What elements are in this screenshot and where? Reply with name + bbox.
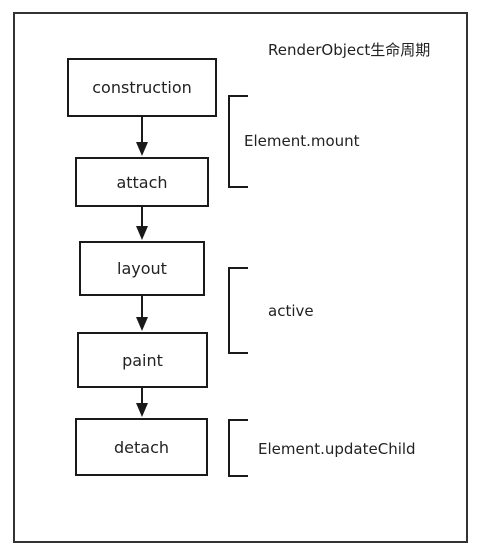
group-label-update-child: Element.updateChild: [258, 440, 416, 458]
paint-box: paint: [77, 332, 208, 388]
bracket-active: [228, 267, 248, 354]
layout-label: layout: [117, 259, 167, 278]
diagram-frame: [13, 12, 468, 543]
bracket-update-child: [228, 419, 248, 477]
arrow-construction-to-attach: [136, 117, 148, 156]
attach-label: attach: [116, 172, 168, 192]
group-label-active: active: [268, 302, 314, 320]
group-label-mount: Element.mount: [244, 132, 360, 150]
construction-box: construction: [67, 58, 217, 117]
paint-label: paint: [122, 350, 163, 370]
attach-box: attach: [75, 157, 209, 207]
arrow-layout-to-paint: [136, 296, 148, 331]
detach-label: detach: [113, 437, 169, 457]
detach-box: detach: [75, 418, 208, 476]
arrow-paint-to-detach: [136, 388, 148, 417]
diagram-title: RenderObject生命周期: [268, 41, 431, 59]
layout-box: layout: [79, 241, 205, 296]
arrow-attach-to-layout: [136, 207, 148, 240]
construction-label: construction: [92, 78, 192, 97]
bracket-mount: [228, 95, 248, 188]
